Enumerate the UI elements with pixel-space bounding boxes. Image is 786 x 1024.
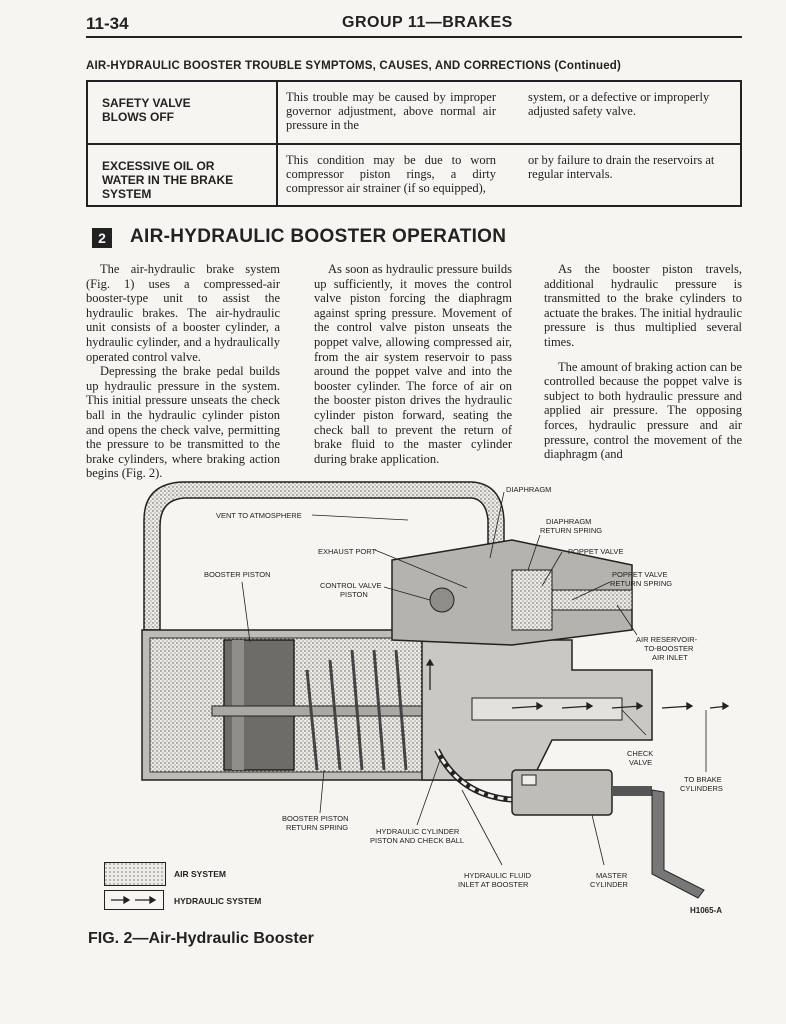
return-spring [305, 649, 408, 771]
label-exhaust-port: EXHAUST PORT [318, 547, 376, 556]
cause-cell: This trouble may be caused by improper g… [286, 90, 496, 132]
figure-id: H1065-A [690, 906, 723, 915]
page-number: 11-34 [86, 14, 129, 33]
label-hyd-piston: PISTON AND CHECK BALL [370, 836, 464, 845]
label-poppet-valve: POPPET VALVE [568, 547, 623, 556]
leader-lines [241, 491, 707, 866]
table-row: EXCESSIVE OIL OR WATER IN THE BRAKE SYST… [88, 145, 740, 205]
label-air-inlet: TO-BOOSTER [644, 644, 694, 653]
label-control-valve: CONTROL VALVE [320, 581, 382, 590]
label-poppet-spring: POPPET VALVE [612, 570, 667, 579]
trouble-table-title: AIR-HYDRAULIC BOOSTER TROUBLE SYMPTOMS, … [86, 60, 622, 72]
label-to-brake: TO BRAKE [684, 775, 722, 784]
master-cap [521, 774, 537, 786]
paragraph: The amount of braking action can be cont… [544, 359, 742, 462]
hydraulic-arrow-icon [111, 895, 157, 905]
flow-arrows [425, 658, 730, 711]
page-header: 11-34 GROUP 11—BRAKES [86, 14, 742, 38]
label-to-brake: CYLINDERS [680, 784, 723, 793]
section-title: AIR-HYDRAULIC BOOSTER OPERATION [130, 226, 507, 247]
label-diaphragm-spring: RETURN SPRING [540, 526, 602, 535]
label-fluid-inlet: INLET AT BOOSTER [458, 880, 529, 889]
hydraulic-flow [435, 749, 523, 802]
label-poppet-spring: RETURN SPRING [610, 579, 672, 588]
label-master-cylinder: CYLINDER [590, 880, 629, 889]
label-vent: VENT TO ATMOSPHERE [216, 511, 302, 520]
paragraph: Depressing the brake pedal builds up hyd… [86, 364, 280, 481]
label-diaphragm: DIAPHRAGM [506, 485, 551, 494]
label-hyd-piston: HYDRAULIC CYLINDER [376, 827, 460, 836]
trouble-table: SAFETY VALVE BLOWS OFF This trouble may … [86, 80, 742, 207]
air-inlet-passage [551, 589, 633, 611]
master-pushrod-boot [612, 786, 652, 796]
booster-diagram: DIAPHRAGM VENT TO ATMOSPHERE DIAPHRAGM R… [141, 481, 730, 899]
cause-cont-cell: or by failure to drain the reservoirs at… [528, 153, 715, 181]
symptom-cell: EXCESSIVE OIL OR WATER IN THE BRAKE SYST… [88, 145, 278, 205]
group-title: GROUP 11—BRAKES [342, 14, 513, 31]
label-booster-piston: BOOSTER PISTON [204, 570, 271, 579]
piston-highlight [232, 640, 244, 770]
label-air-inlet: AIR RESERVOIR- [636, 635, 698, 644]
paragraph: The air-hydraulic brake system (Fig. 1) … [86, 262, 280, 364]
table-row: SAFETY VALVE BLOWS OFF This trouble may … [88, 82, 740, 145]
brake-pedal [651, 789, 705, 899]
label-diaphragm-spring: DIAPHRAGM [546, 517, 591, 526]
label-booster-spring: RETURN SPRING [286, 823, 348, 832]
legend-hydraulic-swatch [104, 890, 164, 910]
label-air-inlet: AIR INLET [652, 653, 688, 662]
paragraph: As the booster piston travels, additiona… [544, 262, 742, 349]
booster-figure: DIAPHRAGM VENT TO ATMOSPHERE DIAPHRAGM R… [92, 470, 732, 905]
label-control-valve: PISTON [340, 590, 368, 599]
poppet-valve-chamber [511, 569, 553, 631]
legend-hydraulic-label: HYDRAULIC SYSTEM [174, 896, 262, 906]
label-check-valve: CHECK [627, 749, 653, 758]
air-chamber [149, 637, 466, 773]
body-column-1: The air-hydraulic brake system (Fig. 1) … [86, 262, 280, 481]
section-number: 2 [92, 228, 112, 248]
cause-cell: This condition may be due to worn compre… [286, 153, 496, 195]
symptom-cell: SAFETY VALVE BLOWS OFF [88, 82, 278, 143]
hydraulic-bore [471, 697, 623, 721]
cause-cont-cell: system, or a defective or improperly adj… [528, 90, 710, 118]
label-check-valve: VALVE [629, 758, 652, 767]
legend-air-label: AIR SYSTEM [174, 869, 226, 879]
label-master-cylinder: MASTER [596, 871, 628, 880]
paragraph: As soon as hydraulic pressure builds up … [314, 262, 512, 466]
label-fluid-inlet: HYDRAULIC FLUID [464, 871, 532, 880]
label-booster-spring: BOOSTER PISTON [282, 814, 349, 823]
body-column-3: As the booster piston travels, additiona… [544, 262, 742, 462]
control-valve-piston [429, 587, 455, 613]
body-column-2: As soon as hydraulic pressure builds up … [314, 262, 512, 466]
legend-air-swatch [104, 862, 166, 886]
figure-caption: FIG. 2—Air-Hydraulic Booster [88, 930, 314, 947]
